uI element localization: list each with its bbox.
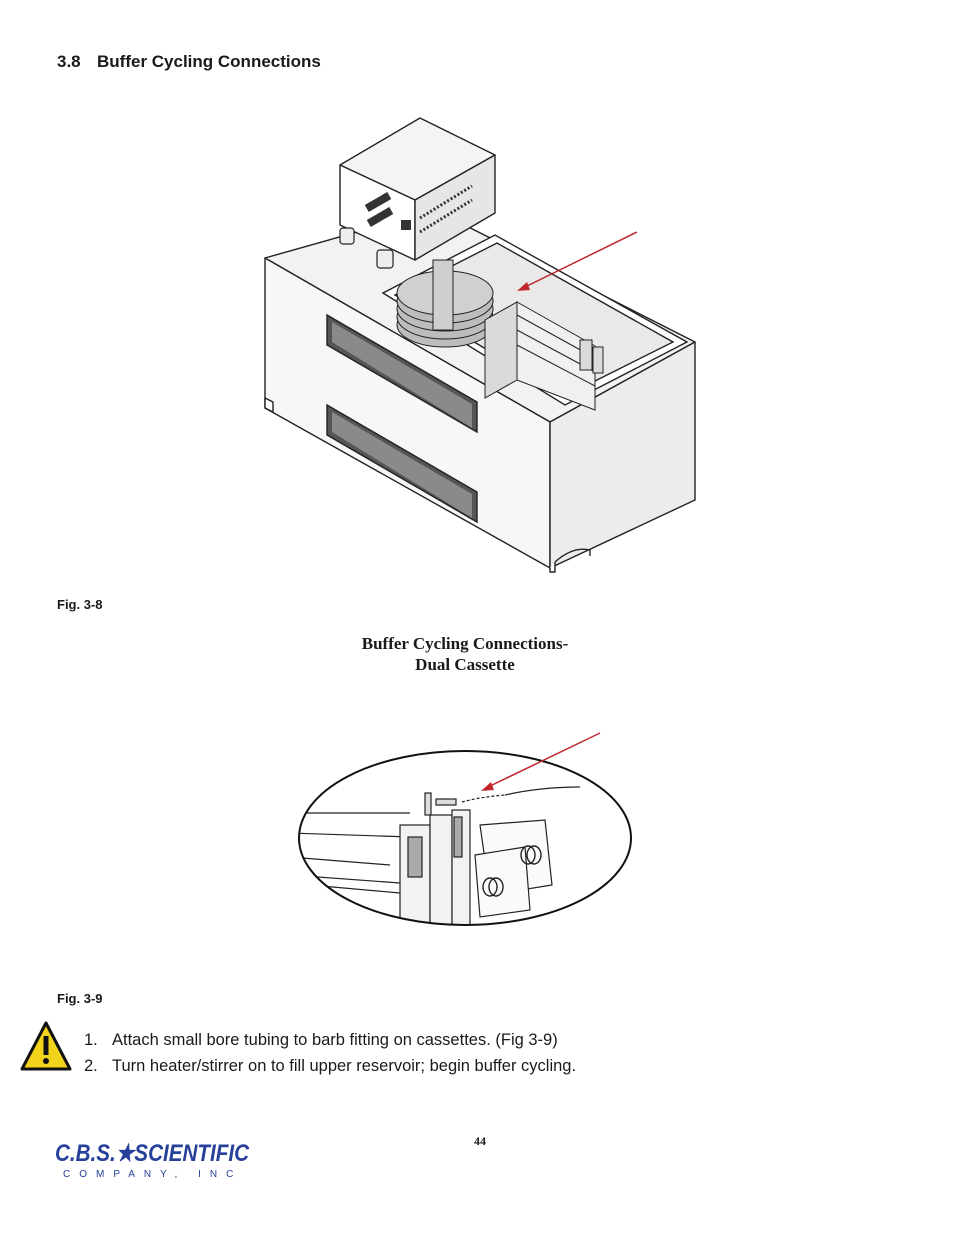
instruction-list: 1. Attach small bore tubing to barb fitt… [84,1027,576,1079]
section-title: Buffer Cycling Connections [97,52,321,71]
list-item: 2. Turn heater/stirrer on to fill upper … [84,1053,576,1079]
svg-text:C.B.S.★SCIENTIFIC: C.B.S.★SCIENTIFIC [55,1140,250,1167]
page-number: 44 [474,1134,486,1148]
caption-line-1: Buffer Cycling Connections- [361,634,569,653]
figure-caption: Buffer Cycling Connections- Dual Cassett… [300,633,630,675]
step-text: Attach small bore tubing to barb fitting… [112,1031,558,1049]
section-number: 3.8 [57,52,81,71]
caption-line-2: Dual Cassette [415,655,515,674]
fig-3-8-illustration [264,117,696,573]
section-heading: 3.8 Buffer Cycling Connections [57,52,321,72]
step-text: Turn heater/stirrer on to fill upper res… [112,1057,577,1075]
step-number: 2. [84,1057,98,1075]
warning-icon [20,1021,72,1071]
company-logo: C.B.S.★SCIENTIFIC COMPANY, INC [55,1140,250,1180]
svg-text:COMPANY, INC: COMPANY, INC [63,1169,242,1180]
fig-3-9-label: Fig. 3-9 [57,991,103,1006]
fig-3-8-label: Fig. 3-8 [57,597,103,612]
fig-3-9-illustration [298,732,632,926]
list-item: 1. Attach small bore tubing to barb fitt… [84,1027,576,1053]
step-number: 1. [84,1031,98,1049]
